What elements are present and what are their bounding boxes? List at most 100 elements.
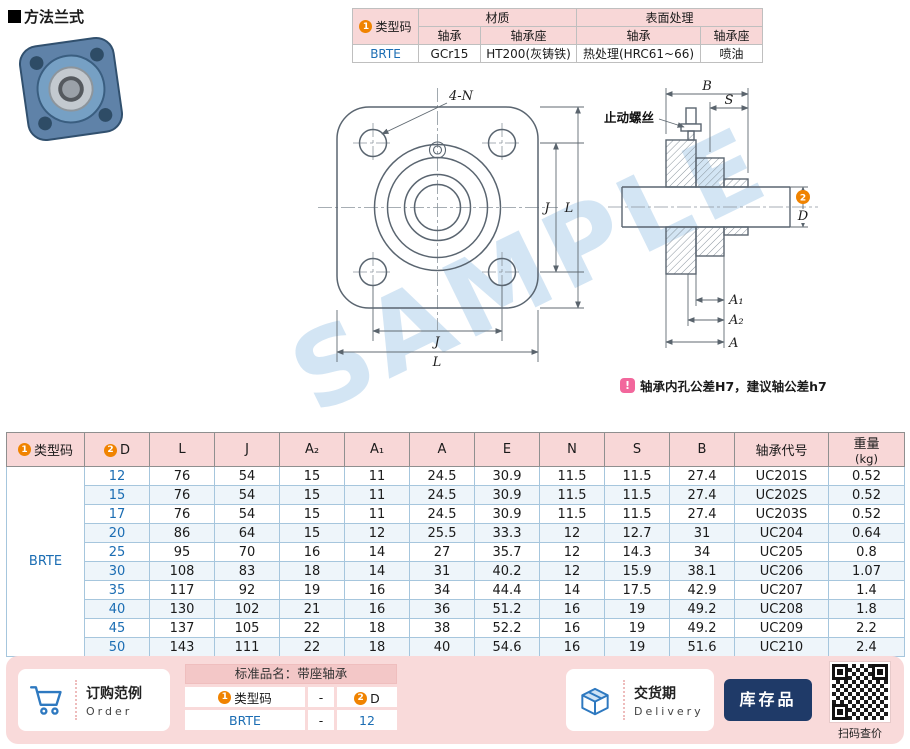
size-cell: 1.8 <box>828 599 905 619</box>
size-cell: 11 <box>344 485 410 505</box>
d-cell: 15 <box>84 485 150 505</box>
size-cell: 11 <box>344 466 410 486</box>
size-cell: 16 <box>344 599 410 619</box>
spec-type-code-value: BRTE <box>352 44 419 63</box>
size-cell: 54 <box>214 504 280 524</box>
col-b: B <box>669 432 735 467</box>
size-cell: 16 <box>539 637 605 657</box>
delivery-box-icon <box>581 687 609 716</box>
size-cell: 143 <box>149 637 215 657</box>
col-weight-label: 重量 <box>853 437 880 452</box>
size-cell: 11.5 <box>539 466 605 486</box>
size-cell: 19 <box>279 580 345 600</box>
size-cell: 36 <box>409 599 475 619</box>
col-d-label: D <box>119 442 130 458</box>
size-cell: 24.5 <box>409 504 475 524</box>
size-cell: 25.5 <box>409 523 475 543</box>
size-cell: 19 <box>604 618 670 638</box>
dim-j-bottom-label: J <box>431 335 440 350</box>
size-cell: 34 <box>409 580 475 600</box>
dim-a-label: A <box>728 336 738 351</box>
badge-1-icon: 1 <box>218 690 232 704</box>
dim-l-bottom-label: L <box>432 355 442 370</box>
qr-code <box>830 662 890 722</box>
size-cell: 12.7 <box>604 523 670 543</box>
size-cell: UC202S <box>734 485 829 505</box>
stock-button[interactable]: 库存品 <box>724 679 812 721</box>
spec-header-row-2: 轴承 轴承座 轴承 轴承座 <box>353 26 763 45</box>
spec-material-bearing-header: 轴承 <box>418 26 481 45</box>
size-cell: 0.52 <box>828 504 905 524</box>
size-cell: 12 <box>539 561 605 581</box>
delivery-cn: 交货期 <box>634 685 676 702</box>
size-cell: 24.5 <box>409 466 475 486</box>
size-cell: 30.9 <box>474 466 540 486</box>
col-bearing-code: 轴承代号 <box>734 432 829 467</box>
spec-material-header: 材质 <box>418 8 577 27</box>
size-cell: 76 <box>149 485 215 505</box>
size-cell: 83 <box>214 561 280 581</box>
spec-housing-surface: 喷油 <box>700 44 763 63</box>
order-dash: - <box>308 687 334 707</box>
size-cell: 1.07 <box>828 561 905 581</box>
size-cell: 15 <box>279 485 345 505</box>
tolerance-note: ! 轴承内孔公差H7，建议轴公差h7 <box>620 376 827 395</box>
side-view <box>621 107 791 275</box>
d-badge-icon: 2 <box>796 190 810 204</box>
size-cell: 12 <box>539 523 605 543</box>
size-cell: 15 <box>279 504 345 524</box>
size-cell: 70 <box>214 542 280 562</box>
page-title: 方法兰式 <box>24 8 85 26</box>
size-cell: 30.9 <box>474 504 540 524</box>
size-cell: 44.4 <box>474 580 540 600</box>
order-spec-value-row: BRTE - 12 <box>185 710 397 730</box>
size-cell: 16 <box>539 618 605 638</box>
size-cell: 11.5 <box>539 485 605 505</box>
size-cell: 64 <box>214 523 280 543</box>
size-cell: 111 <box>214 637 280 657</box>
size-cell: 14 <box>344 542 410 562</box>
d-cell: 35 <box>84 580 150 600</box>
size-cell: 86 <box>149 523 215 543</box>
col-a2: A₂ <box>279 432 345 467</box>
order-d-label: D <box>370 690 380 706</box>
size-cell: 11.5 <box>604 466 670 486</box>
size-cell: 12 <box>539 542 605 562</box>
note-exclamation-icon: ! <box>620 378 635 393</box>
spec-type-code-label: 类型码 <box>375 20 412 35</box>
order-example-text: 订购范例 Order <box>86 683 142 718</box>
qr-finder-icon <box>832 664 848 680</box>
order-type-value: BRTE <box>185 710 305 730</box>
order-dash-2: - <box>308 710 334 730</box>
size-cell: UC206 <box>734 561 829 581</box>
col-a: A <box>409 432 475 467</box>
order-d-value: 12 <box>337 710 397 730</box>
size-cell: 11.5 <box>539 504 605 524</box>
spec-surface-bearing-header: 轴承 <box>576 26 701 45</box>
size-cell: 30.9 <box>474 485 540 505</box>
delivery-en: Delivery <box>634 704 704 718</box>
col-e: E <box>474 432 540 467</box>
dotted-divider <box>75 680 77 720</box>
page-title-row: 方法兰式 <box>8 6 84 27</box>
dim-d-label: D <box>797 209 809 224</box>
size-cell: 16 <box>539 599 605 619</box>
spec-material-housing-header: 轴承座 <box>480 26 577 45</box>
d-cell: 50 <box>84 637 150 657</box>
col-weight-unit: (kg) <box>855 452 878 466</box>
spec-surface-header: 表面处理 <box>576 8 763 27</box>
col-n: N <box>539 432 605 467</box>
centerlines <box>318 88 818 330</box>
